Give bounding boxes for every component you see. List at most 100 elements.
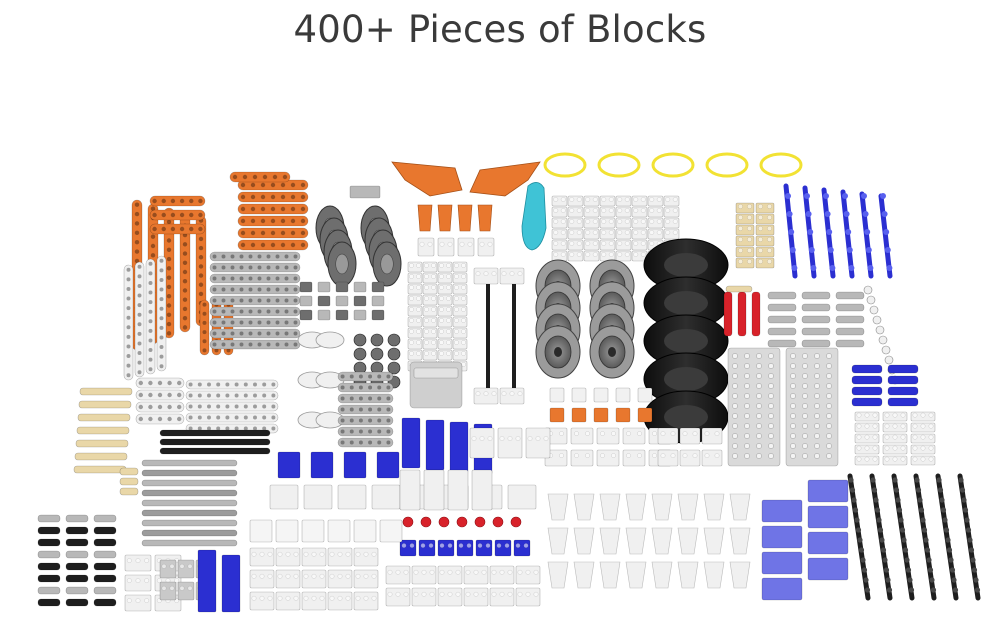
white-brick-bottom: [385, 587, 411, 607]
tan-brick-stud: [767, 226, 772, 231]
plate-stud: [790, 433, 796, 439]
white-liftarm-hole: [253, 404, 257, 409]
orange-beam-short: [149, 223, 206, 235]
orange-beam-vertical-hole: [150, 243, 156, 249]
tan-brick-stud: [758, 226, 763, 231]
tan-brick-stud: [747, 226, 752, 231]
white-connector-stud: [912, 434, 918, 440]
white-brick-1x1-stud: [416, 274, 421, 279]
gray-liftarm-hole: [221, 320, 226, 325]
gray-liftarm-hole: [266, 309, 271, 314]
blue-plate-1x1-stud: [447, 543, 453, 548]
yellow-rubber-band: [651, 152, 695, 178]
white-brick-bottom-left-stud: [303, 573, 309, 579]
white-tall-panel: [399, 469, 421, 511]
gray-thin-liftarm: [337, 415, 394, 426]
orange-connector: [571, 407, 587, 423]
white-beam-vertical-hole: [159, 345, 164, 350]
chain-link: [940, 507, 947, 513]
white-brick-tall: [525, 427, 551, 459]
white-plate-small-stud: [665, 219, 671, 224]
white-liftarm-hole: [271, 415, 276, 420]
white-connector-stud: [900, 423, 906, 429]
gray-thin-liftarm-hole: [358, 374, 363, 379]
blue-pin-joint: [786, 211, 793, 217]
plate-stud: [826, 393, 832, 399]
white-beam-vertical-hole: [137, 264, 142, 269]
white-brick-bottom-left-stud: [285, 551, 291, 557]
white-slope-tile: [625, 527, 647, 555]
orange-beam-short-hole: [179, 226, 185, 232]
gray-liftarm-hole: [275, 320, 280, 325]
gray-liftarm-hole: [275, 298, 280, 303]
white-slope-tile: [599, 527, 621, 555]
white-axle-end-brick: [473, 267, 499, 285]
tan-brick-stud: [758, 215, 763, 220]
plate-stud: [768, 353, 774, 359]
small-connector: [335, 281, 349, 293]
white-brick-bottom-left: [301, 569, 327, 589]
chain-link: [855, 527, 862, 533]
white-brick-1x1-stud: [461, 263, 466, 268]
white-liftarm-hole: [262, 415, 267, 420]
gray-gear-hub: [335, 253, 349, 275]
tan-brick-stud: [767, 248, 772, 253]
chain-link: [882, 557, 888, 563]
white-liftarm-hole: [216, 393, 221, 398]
blue-pin-joint: [810, 265, 817, 271]
white-slope-tile: [625, 561, 647, 589]
white-brick-bottom-left-stud: [345, 595, 351, 601]
chain-link: [883, 567, 890, 573]
white-plate-small-stud: [649, 219, 655, 224]
gray-plate-stud: [187, 585, 193, 591]
orange-beam-vertical-hole: [198, 273, 204, 278]
white-brick-bottom-left: [353, 569, 379, 589]
orange-beam-horizontal-hole: [280, 182, 286, 188]
white-brick-bottom-left-stud: [355, 595, 361, 601]
gray-liftarm-hole: [248, 298, 253, 303]
gray-axle: [141, 519, 238, 527]
plate-stud: [768, 423, 774, 429]
white-plate-small-stud: [633, 219, 639, 224]
orange-beam-small-hole: [202, 302, 207, 307]
gray-liftarm: [209, 273, 301, 284]
blue-pin-joint: [791, 265, 798, 271]
white-brick-1x2: [622, 427, 646, 445]
plate-stud: [732, 433, 738, 439]
white-brick-1x1-stud: [409, 351, 414, 356]
white-brick-bottom: [515, 587, 541, 607]
white-brick-bottom-left-stud: [329, 573, 335, 579]
blue-pin-joint: [886, 265, 893, 271]
gray-liftarm-hole: [248, 309, 253, 314]
gray-thin-liftarm-hole: [368, 385, 373, 390]
white-liftarm-hole: [243, 426, 248, 431]
blue-plate-1x1-stud: [504, 543, 510, 548]
gray-connector-pin: [801, 303, 831, 312]
gray-liftarm-hole: [248, 287, 253, 292]
white-plate-small-stud: [640, 219, 646, 224]
white-brick-1x2-stud: [682, 431, 688, 436]
blue-connector-pin: [851, 397, 883, 407]
orange-beam-small-hole: [202, 320, 207, 325]
white-brick-1x1-stud: [424, 263, 429, 268]
gray-liftarm-hole: [284, 254, 289, 259]
white-connector-stud: [856, 412, 862, 418]
gray-thin-liftarm-hole: [358, 418, 363, 423]
white-brick-1x1-stud: [446, 318, 451, 323]
white-brick-bottom-stud: [439, 569, 445, 575]
gray-thin-liftarm-hole: [349, 396, 354, 401]
gray-plate: [159, 559, 177, 579]
white-liftarm-small-hole: [148, 404, 153, 410]
white-brick-bottom-left-stud: [371, 551, 377, 557]
orange-beam-vertical-hole: [182, 260, 188, 265]
white-brick-1x2: [679, 449, 701, 467]
white-brick-1x1-stud: [461, 274, 466, 279]
orange-beam-horizontal-hole: [270, 206, 276, 212]
gray-thin-liftarm-hole: [368, 374, 373, 379]
white-brick-bottom-stud: [413, 591, 419, 597]
white-brick-1x2-stud: [611, 453, 616, 458]
blue-plate-1x1: [437, 539, 455, 557]
gray-liftarm-hole: [212, 254, 217, 259]
cyan-transparent-piece: [521, 182, 547, 251]
white-brick-1x1-stud: [424, 329, 429, 334]
